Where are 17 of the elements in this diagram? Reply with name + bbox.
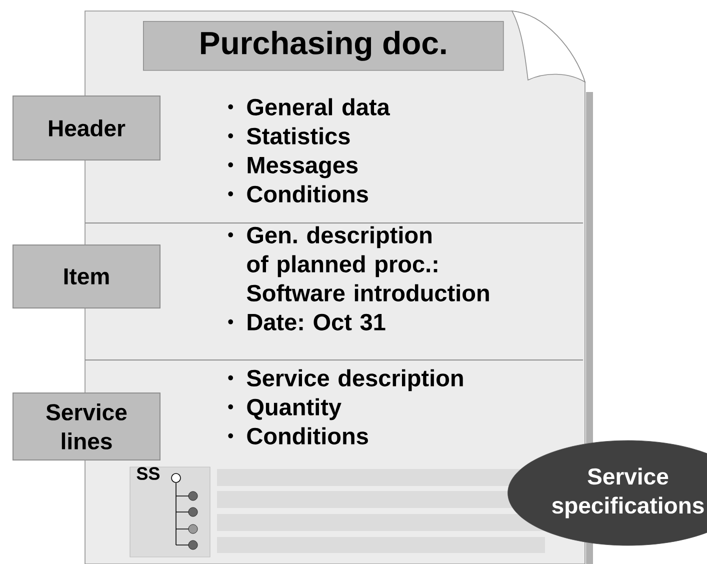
node-label: General data — [247, 98, 390, 116]
section-label-box: Item — [12, 244, 160, 308]
title-box: Purchasing doc. — [143, 21, 504, 71]
node-label: Statistics — [246, 127, 350, 144]
section-label-box: Header — [12, 96, 160, 160]
node-label: Quantity — [247, 398, 342, 420]
node-label: Gen. description of planned proc.: Software introduction — [246, 226, 489, 302]
bullet-list: General data Statistics Messages Conditions — [228, 98, 390, 202]
bullet-list: Service description Quantity Conditions — [228, 369, 463, 444]
node-label: Date: Oct 31 — [248, 314, 386, 330]
bullet-list: Gen. description of planned proc.: Software introduction Date: Oct 31 — [228, 226, 489, 330]
node-label: Service description — [246, 369, 463, 392]
node-label: Conditions — [247, 185, 368, 202]
node-label: Messages — [248, 157, 358, 178]
tree-box: SS — [130, 466, 210, 558]
node-label: Conditions — [247, 427, 368, 444]
section-label-box: Service lines — [12, 392, 160, 460]
